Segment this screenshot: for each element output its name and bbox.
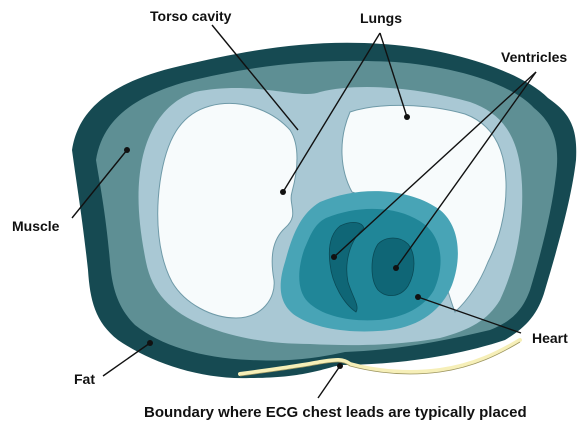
label-torso-cavity: Torso cavity xyxy=(150,8,232,24)
lungs-right-dot xyxy=(404,114,410,120)
right-ventricle-dot xyxy=(393,265,399,271)
label-muscle: Muscle xyxy=(12,218,60,234)
label-boundary: Boundary where ECG chest leads are typic… xyxy=(144,404,527,421)
label-lungs: Lungs xyxy=(360,10,402,26)
boundary-leader xyxy=(318,366,340,398)
lungs-left-dot xyxy=(280,189,286,195)
left-ventricle-dot xyxy=(331,254,337,260)
heart-dot xyxy=(415,294,421,300)
muscle-dot xyxy=(124,147,130,153)
label-fat: Fat xyxy=(74,371,95,387)
boundary-dot xyxy=(337,363,343,369)
heart-inner xyxy=(299,209,440,321)
fat-leader xyxy=(103,343,150,376)
label-ventricles: Ventricles xyxy=(501,49,567,65)
label-heart: Heart xyxy=(532,330,568,346)
fat-dot xyxy=(147,340,153,346)
right-ventricle xyxy=(372,238,414,296)
